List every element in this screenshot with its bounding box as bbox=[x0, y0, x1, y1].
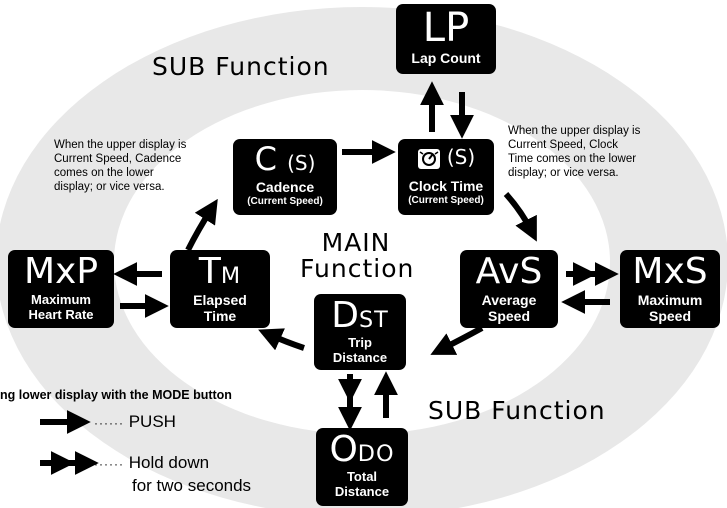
elapsed-time-label-line: Elapsed bbox=[193, 292, 247, 308]
total-distance-box: ODO Total Distance bbox=[316, 428, 408, 506]
note-cadence: When the upper display is Current Speed,… bbox=[54, 138, 224, 194]
max-heart-rate-symbol: MxP bbox=[23, 251, 99, 292]
max-heart-rate-label: Maximum Heart Rate bbox=[8, 292, 114, 322]
max-speed-box: MxS Maximum Speed bbox=[620, 250, 720, 328]
average-speed-label: Average Speed bbox=[460, 292, 558, 324]
note-cadence-line: display; or vice versa. bbox=[54, 181, 165, 193]
main-function-label: MAIN Function bbox=[300, 228, 415, 283]
note-clock-time: When the upper display is Current Speed,… bbox=[508, 124, 684, 180]
clock-s-marker: (S) bbox=[446, 145, 476, 169]
arrow-tm-to-c bbox=[185, 198, 218, 252]
total-distance-label-line: Total bbox=[346, 469, 378, 484]
max-heart-rate-label-line: Heart Rate bbox=[28, 307, 94, 322]
average-speed-symbol: AvS bbox=[475, 251, 543, 292]
average-speed-label-line: Speed bbox=[487, 308, 530, 324]
arrow-dst-to-tm bbox=[258, 328, 305, 351]
elapsed-time-letter: T bbox=[198, 251, 221, 292]
legend-push-dots: ······ bbox=[94, 416, 124, 430]
note-cadence-line: When the upper display is bbox=[54, 139, 187, 151]
note-clock-line: display; or vice versa. bbox=[508, 167, 619, 179]
total-distance-letter-small: DO bbox=[357, 441, 395, 467]
sub-function-top-label: SUB Function bbox=[152, 52, 330, 81]
legend-hold-label-line1: Hold down bbox=[128, 453, 210, 472]
total-distance-label-line: Distance bbox=[334, 484, 390, 499]
total-distance-symbol: ODO bbox=[316, 432, 408, 468]
note-clock-line: When the upper display is bbox=[508, 125, 641, 137]
average-speed-box: AvS Average Speed bbox=[460, 250, 558, 328]
legend-hold-label-line2: for two seconds bbox=[132, 476, 252, 495]
max-speed-label: Maximum Speed bbox=[620, 292, 720, 324]
legend-hold-dots: ······ bbox=[94, 457, 124, 471]
trip-distance-label: Trip Distance bbox=[314, 335, 406, 365]
lap-count-symbol: LP bbox=[422, 5, 470, 51]
clock-time-symbol: (S) bbox=[398, 147, 494, 170]
cadence-label: Cadence bbox=[255, 179, 315, 195]
elapsed-time-label: Elapsed Time bbox=[170, 292, 270, 324]
legend-push-label: PUSH bbox=[128, 412, 176, 431]
clock-time-box: (S) Clock Time (Current Speed) bbox=[398, 139, 494, 215]
arrow-avs-to-dst bbox=[430, 325, 484, 355]
trip-distance-label-line: Trip bbox=[348, 335, 372, 350]
arrow-clock-to-avs bbox=[503, 192, 537, 242]
cadence-s-marker: (S) bbox=[287, 151, 316, 175]
trip-distance-letter-small: ST bbox=[358, 307, 389, 333]
elapsed-time-label-line: Time bbox=[203, 308, 237, 324]
clock-icon bbox=[417, 148, 440, 169]
note-cadence-line: Current Speed, Cadence bbox=[54, 153, 182, 165]
trip-distance-symbol: DST bbox=[314, 298, 406, 334]
trip-distance-letter: D bbox=[331, 295, 359, 336]
cadence-letter: C bbox=[254, 140, 277, 178]
main-function-line1: MAIN bbox=[321, 228, 391, 257]
max-speed-label-line: Speed bbox=[648, 308, 691, 324]
trip-distance-box: DST Trip Distance bbox=[314, 294, 406, 370]
average-speed-label-line: Average bbox=[481, 292, 537, 308]
elapsed-time-letter-small: M bbox=[220, 263, 242, 289]
trip-distance-label-line: Distance bbox=[332, 350, 388, 365]
note-clock-line: Current Speed, Clock bbox=[508, 139, 618, 151]
elapsed-time-box: TM Elapsed Time bbox=[170, 250, 270, 328]
lap-count-label: Lap Count bbox=[411, 50, 481, 66]
legend-hold: ······ Hold down for two seconds bbox=[94, 452, 251, 497]
note-clock-line: Time comes on the lower bbox=[508, 153, 637, 165]
max-heart-rate-label-line: Maximum bbox=[31, 292, 91, 307]
cadence-sub-label: (Current Speed) bbox=[247, 196, 323, 207]
lap-count-box: LP Lap Count bbox=[396, 4, 496, 74]
max-heart-rate-box: MxP Maximum Heart Rate bbox=[8, 250, 114, 328]
main-function-line2: Function bbox=[300, 254, 415, 283]
sub-function-bottom-label: SUB Function bbox=[428, 396, 606, 425]
note-cadence-line: comes on the lower bbox=[54, 167, 154, 179]
cadence-box: C (S) Cadence (Current Speed) bbox=[233, 139, 337, 215]
clock-time-sub-label: (Current Speed) bbox=[408, 194, 484, 206]
max-speed-symbol: MxS bbox=[632, 251, 708, 292]
total-distance-label: Total Distance bbox=[316, 469, 408, 499]
elapsed-time-symbol: TM bbox=[170, 254, 270, 290]
legend-push: ······ PUSH bbox=[94, 412, 176, 432]
legend-title: ng lower display with the MODE button bbox=[0, 388, 232, 402]
total-distance-letter: O bbox=[329, 429, 358, 470]
clock-time-label: Clock Time bbox=[408, 177, 484, 194]
max-speed-label-line: Maximum bbox=[637, 292, 703, 308]
cadence-symbol: C (S) bbox=[233, 143, 337, 175]
